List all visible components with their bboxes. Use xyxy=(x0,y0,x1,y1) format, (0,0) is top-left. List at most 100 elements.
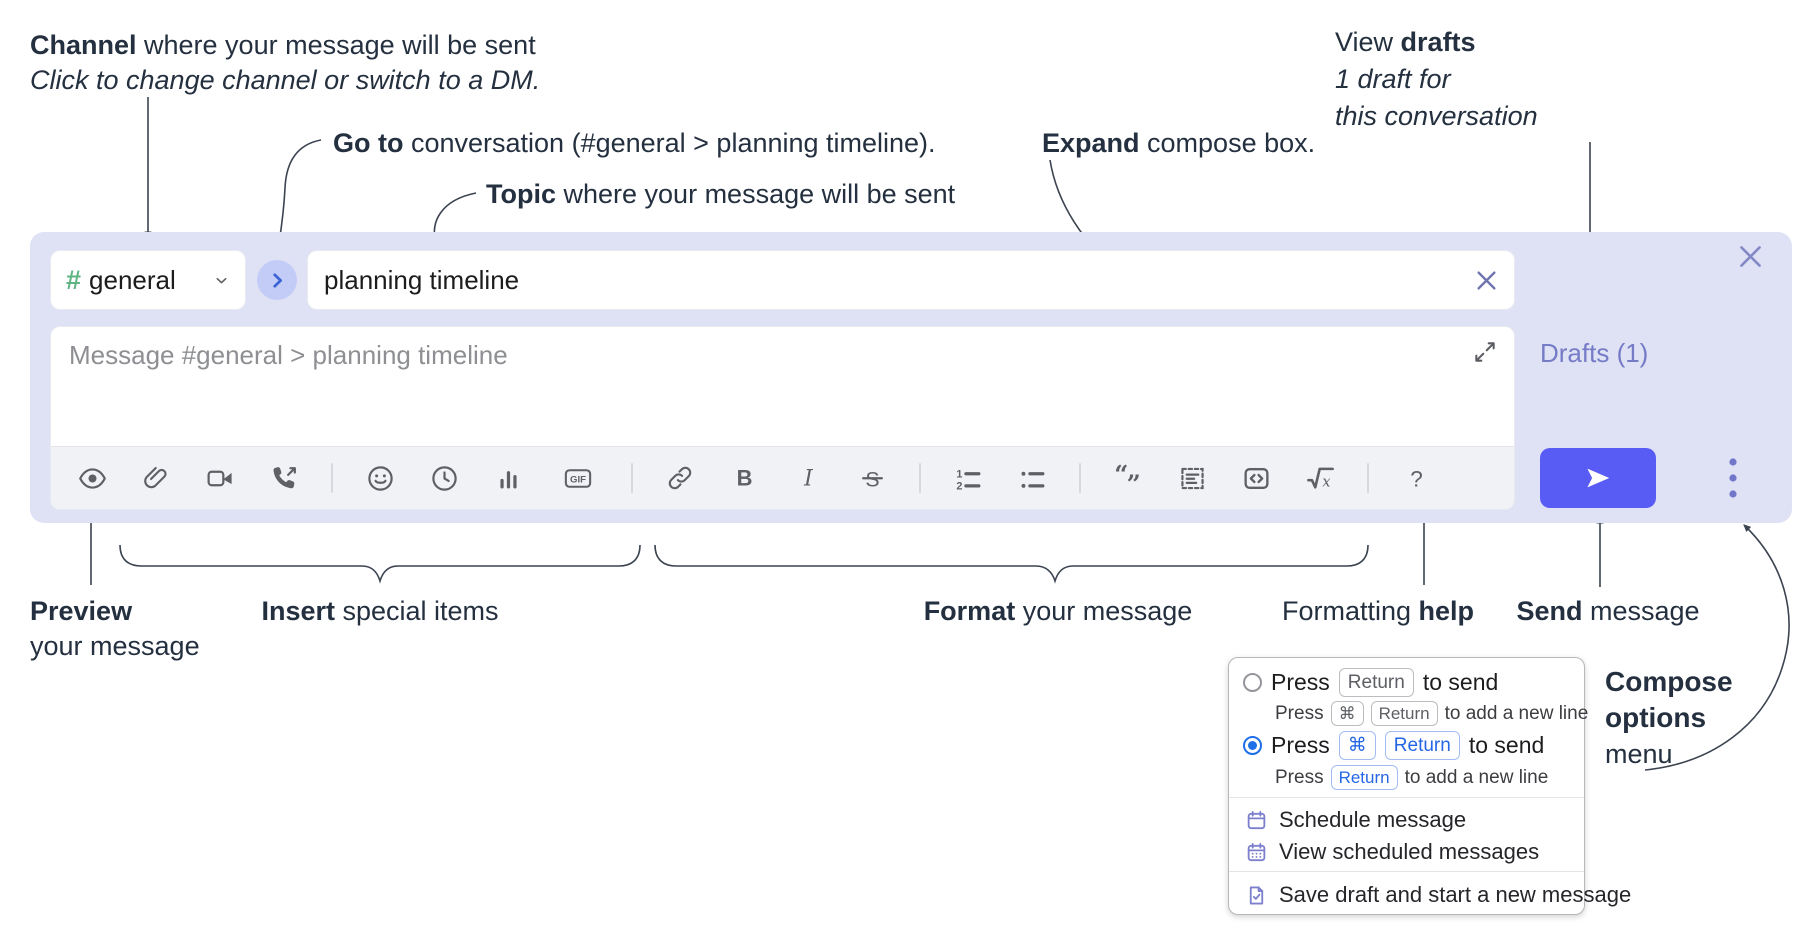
formatting-help-button[interactable]: ? xyxy=(1399,461,1433,495)
italic-icon: I xyxy=(793,463,824,494)
menu-item-save-draft[interactable]: Save draft and start a new message xyxy=(1245,879,1631,911)
send-option-cmd-return[interactable]: Press ⌘ Return to send xyxy=(1243,731,1544,760)
gif-icon: GIF xyxy=(558,463,598,494)
calendar-grid-icon xyxy=(1245,841,1268,864)
gif-label: GIF xyxy=(570,474,586,485)
gif-button[interactable]: GIF xyxy=(555,461,601,495)
clear-icon xyxy=(1473,267,1500,294)
svg-text:2: 2 xyxy=(956,480,962,492)
preview-button[interactable] xyxy=(75,461,109,495)
cmd-key-chip: ⌘ xyxy=(1338,731,1376,760)
bold-button[interactable]: B xyxy=(727,461,761,495)
save-draft-icon xyxy=(1245,884,1268,907)
send-option-return[interactable]: Press Return to send xyxy=(1243,668,1498,697)
channel-annotation-rest: where your message will be sent xyxy=(136,30,536,60)
clock-icon xyxy=(429,463,460,494)
video-camera-icon xyxy=(205,463,236,494)
clear-topic-button[interactable] xyxy=(1473,267,1500,294)
paperclip-icon xyxy=(141,463,171,493)
return-key-chip: Return xyxy=(1338,668,1414,697)
send-icon xyxy=(1583,463,1613,493)
toolbar-divider xyxy=(331,463,333,493)
video-clip-button[interactable] xyxy=(203,461,237,495)
arrow-goto xyxy=(276,139,322,244)
expand-icon xyxy=(1472,339,1498,365)
channel-annotation-sub: Click to change channel or switch to a D… xyxy=(30,65,541,95)
svg-text:B: B xyxy=(736,465,752,490)
link-button[interactable] xyxy=(663,461,697,495)
insert-annotation: Insert special items xyxy=(261,596,499,626)
chevron-down-icon xyxy=(213,272,230,289)
hash-icon: # xyxy=(66,264,82,295)
close-icon xyxy=(1735,241,1766,272)
return-key-chip: Return xyxy=(1330,765,1398,790)
attach-file-button[interactable] xyxy=(139,461,173,495)
formula-button[interactable]: x xyxy=(1303,461,1337,495)
menu-item-schedule[interactable]: Schedule message xyxy=(1245,805,1466,835)
svg-text:1: 1 xyxy=(956,468,962,480)
format-annotation: Format your message xyxy=(923,596,1193,626)
poll-button[interactable] xyxy=(491,461,525,495)
svg-text:”: ” xyxy=(1126,469,1140,493)
send-annotation: Send message xyxy=(1516,596,1700,626)
brace-insert xyxy=(119,544,641,584)
audio-clip-button[interactable] xyxy=(267,461,301,495)
code-button[interactable] xyxy=(1239,461,1273,495)
toolbar-divider xyxy=(1367,463,1369,493)
message-area xyxy=(50,326,1515,446)
topic-input[interactable] xyxy=(308,264,1473,296)
send-button[interactable] xyxy=(1540,448,1656,508)
expand-annotation: Expand compose box. xyxy=(1042,128,1316,158)
blockquote-icon: “” xyxy=(1113,463,1144,494)
goto-conversation-button[interactable] xyxy=(257,260,297,300)
cmd-key-chip: ⌘ xyxy=(1330,701,1364,726)
phone-call-icon xyxy=(269,463,300,494)
menu-item-view-scheduled[interactable]: View scheduled messages xyxy=(1245,837,1539,867)
code-block-icon xyxy=(1177,463,1208,494)
drafts-link[interactable]: Drafts (1) xyxy=(1540,338,1649,368)
toolbar-divider xyxy=(919,463,921,493)
svg-text:?: ? xyxy=(1410,466,1423,491)
strikethrough-button[interactable]: S xyxy=(855,461,889,495)
expand-compose-button[interactable] xyxy=(1470,337,1500,367)
compose-options-annotation: Compose options menu xyxy=(1605,666,1733,769)
compose-box-panel: # general xyxy=(30,232,1792,523)
message-input[interactable] xyxy=(67,339,1451,372)
formatting-help-annotation: Formatting help xyxy=(1281,596,1475,626)
menu-divider xyxy=(1229,797,1584,798)
channel-selector[interactable]: # general xyxy=(50,250,246,310)
svg-text:I: I xyxy=(803,466,814,491)
code-block-button[interactable] xyxy=(1175,461,1209,495)
svg-text:“: “ xyxy=(1114,463,1128,488)
return-key-chip: Return xyxy=(1384,731,1460,760)
view-drafts-annotation: View drafts 1 draft for this conversatio… xyxy=(1335,27,1538,131)
bullet-list-icon xyxy=(1017,463,1048,494)
send-option-cmd-return-sub: Press Return to add a new line xyxy=(1275,765,1548,790)
bullet-list-button[interactable] xyxy=(1015,461,1049,495)
channel-annotation-bold: Channel xyxy=(30,30,137,60)
compose-options-button[interactable] xyxy=(1714,448,1752,508)
radio-unselected-icon[interactable] xyxy=(1243,673,1262,692)
brace-format xyxy=(654,544,1369,584)
recent-button[interactable] xyxy=(427,461,461,495)
preview-annotation: Preview your message xyxy=(30,596,200,661)
italic-button[interactable]: I xyxy=(791,461,825,495)
topic-input-container xyxy=(307,250,1515,310)
send-option-return-sub: Press ⌘ Return to add a new line xyxy=(1275,701,1588,726)
emoji-icon xyxy=(365,463,396,494)
formula-icon: x xyxy=(1304,462,1337,495)
calendar-icon xyxy=(1245,809,1268,832)
channel-annotation: Channel where your message will be sent … xyxy=(30,28,540,98)
link-icon xyxy=(665,463,695,493)
bold-icon: B xyxy=(729,463,760,494)
radio-selected-icon[interactable] xyxy=(1243,736,1262,755)
emoji-button[interactable] xyxy=(363,461,397,495)
compose-options-menu: Press Return to send Press ⌘ Return to a… xyxy=(1228,657,1631,915)
close-compose-button[interactable] xyxy=(1734,240,1766,272)
topic-annotation: Topic where your message will be sent xyxy=(486,179,956,209)
return-key-chip: Return xyxy=(1370,701,1438,726)
blockquote-button[interactable]: “” xyxy=(1111,461,1145,495)
